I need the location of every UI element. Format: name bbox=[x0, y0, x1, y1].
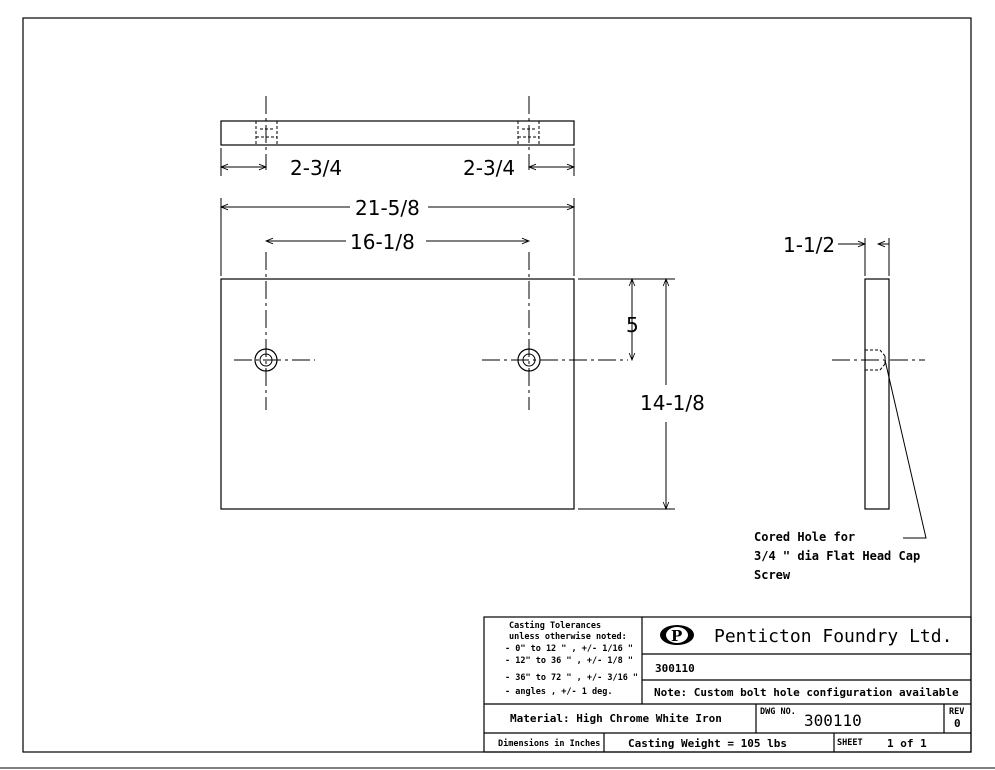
side-view-outline bbox=[864, 278, 890, 510]
svg-text:- 36" to 72 " , +/- 3/16 ": - 36" to 72 " , +/- 3/16 " bbox=[505, 673, 638, 683]
dim-overall-height: 14-1/8 bbox=[640, 391, 705, 415]
dim-hole-spacing: 16-1/8 bbox=[350, 230, 415, 254]
front-view bbox=[220, 252, 675, 511]
svg-text:- angles , +/- 1 deg.: - angles , +/- 1 deg. bbox=[505, 687, 612, 697]
svg-text:P: P bbox=[671, 627, 682, 645]
svg-text:Casting Tolerances: Casting Tolerances bbox=[509, 620, 601, 631]
cored-hole-note: Cored Hole for 3/4 " dia Flat Head Cap S… bbox=[754, 530, 920, 582]
rev-label: REV bbox=[949, 707, 964, 717]
top-view-outline bbox=[220, 120, 575, 146]
side-hidden-hole bbox=[865, 349, 886, 371]
width-dimensions bbox=[219, 198, 576, 276]
dim-hole-from-top: 5 bbox=[626, 313, 639, 337]
casting-weight: Casting Weight = 105 lbs bbox=[628, 737, 787, 750]
sheet-value: 1 of 1 bbox=[887, 737, 927, 750]
svg-text:3/4 " dia Flat Head Cap: 3/4 " dia Flat Head Cap bbox=[754, 549, 920, 563]
material: Material: High Chrome White Iron bbox=[510, 712, 722, 725]
dwg-no-label: DWG NO. bbox=[760, 707, 796, 717]
part-number: 300110 bbox=[655, 662, 695, 675]
dim-thickness: 1-1/2 bbox=[783, 233, 835, 257]
dwg-no: 300110 bbox=[804, 711, 862, 730]
svg-text:Screw: Screw bbox=[754, 568, 791, 582]
svg-text:- 12" to 36 " , +/- 1/8 ": - 12" to 36 " , +/- 1/8 " bbox=[505, 656, 633, 666]
dimensions-unit: Dimensions in Inches bbox=[498, 738, 600, 749]
tolerance-block: Casting Tolerances unless otherwise note… bbox=[505, 620, 638, 697]
front-view-outline bbox=[220, 278, 575, 510]
configuration-note: Note: Custom bolt hole configuration ava… bbox=[654, 686, 959, 699]
sheet-label: SHEET bbox=[837, 738, 863, 748]
side-view bbox=[832, 238, 927, 539]
dim-right-edge-to-hole: 2-3/4 bbox=[463, 156, 515, 180]
front-view-centerlines bbox=[234, 252, 628, 410]
svg-text:Cored Hole for: Cored Hole for bbox=[754, 530, 855, 544]
dim-left-edge-to-hole: 2-3/4 bbox=[290, 156, 342, 180]
company-name: Penticton Foundry Ltd. bbox=[714, 626, 952, 647]
svg-text:unless otherwise noted:: unless otherwise noted: bbox=[509, 631, 627, 642]
title-block bbox=[483, 616, 972, 753]
rev-value: 0 bbox=[954, 717, 961, 730]
dim-overall-width: 21-5/8 bbox=[355, 196, 420, 220]
top-view-centerlines bbox=[265, 96, 530, 170]
company-logo: P bbox=[660, 625, 694, 645]
svg-text:- 0" to 12 " , +/- 1/16 ": - 0" to 12 " , +/- 1/16 " bbox=[505, 644, 633, 654]
top-view bbox=[219, 96, 576, 176]
